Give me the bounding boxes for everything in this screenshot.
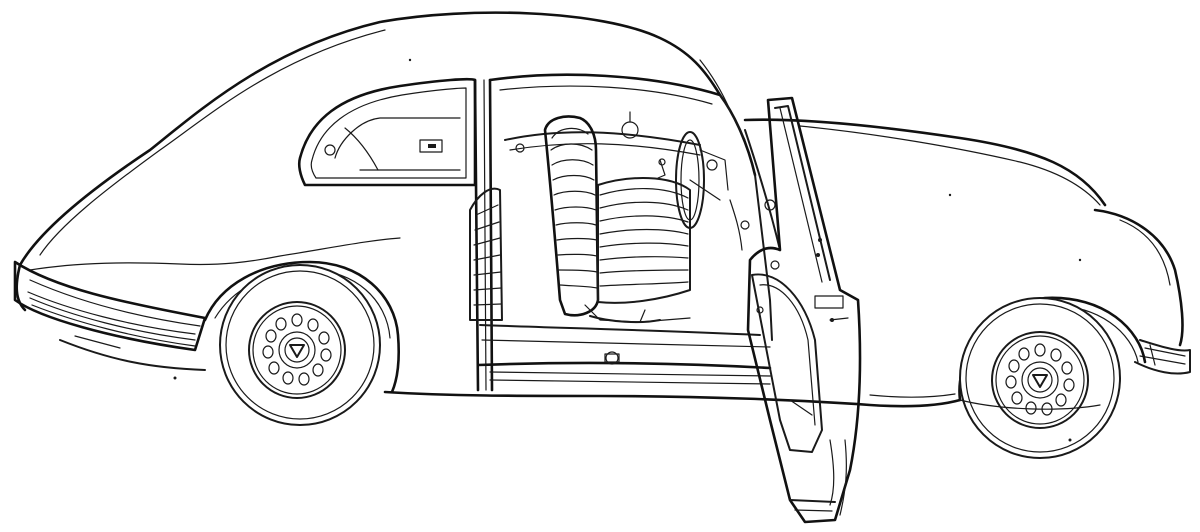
rear-side-window [297, 77, 477, 187]
front-seat [543, 115, 691, 324]
front-wheel [959, 297, 1121, 459]
rear-wheel [219, 264, 381, 426]
open-front-door [746, 96, 862, 524]
door-opening [473, 73, 781, 392]
body-details [173, 58, 1156, 442]
rear-seat [469, 187, 503, 321]
